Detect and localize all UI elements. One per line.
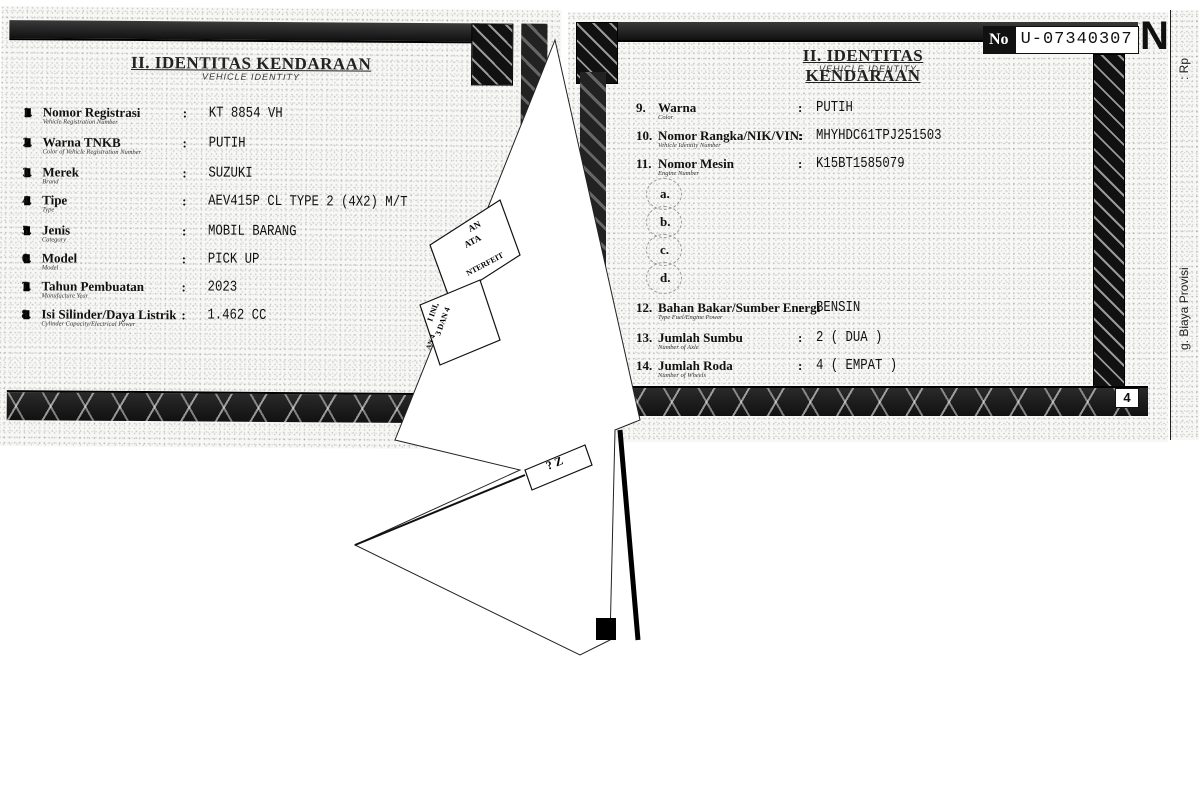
field-colon: : — [181, 279, 186, 295]
field-sublabel: Brand — [42, 178, 59, 186]
document-number-label: No — [983, 26, 1015, 54]
field-number: 2. — [22, 134, 33, 150]
rp-label: : Rp — [1177, 57, 1191, 80]
field-label: Jumlah Roda — [658, 358, 733, 373]
field-value: PICK UP — [207, 250, 260, 268]
field-colon: : — [181, 251, 187, 267]
field-sublabel: Vehicle Identity Number — [658, 142, 721, 149]
field-sublabel: Manufacture Year — [41, 292, 89, 300]
field-value: SUZUKI — [208, 164, 253, 182]
field-number: 3. — [22, 164, 33, 180]
field-sublabel: Color of Vehicle Registration Number — [42, 148, 142, 157]
card-top-border — [9, 20, 480, 44]
document-number-badge: No U-07340307 — [983, 26, 1139, 54]
field-sublabel: Type Fuel/Engine Power — [658, 314, 723, 321]
field-colon: : — [798, 330, 803, 345]
field-number: 4. — [22, 192, 32, 208]
field-value: 2023 — [207, 278, 238, 296]
field-sublabel: Number of Axle — [658, 344, 699, 351]
field-value: MOBIL BARANG — [207, 222, 297, 241]
field-number: 10. — [636, 128, 653, 143]
field-sublabel: Number of Wheels — [658, 372, 707, 379]
field-sublabel: Engine Number — [658, 170, 699, 177]
card-right-border — [518, 23, 548, 404]
field-label: Jumlah Sumbu — [658, 330, 743, 345]
field-value: PUTIH — [816, 99, 853, 116]
side-strip: : Rp g. Biaya Provisi — [1170, 10, 1199, 440]
field-value: MHYHDC61TPJ251503 — [816, 127, 942, 144]
field-number: 12. — [636, 300, 653, 315]
field-colon: : — [181, 223, 187, 239]
field-value: 4 ( EMPAT ) — [816, 357, 898, 374]
field-number: 8. — [21, 306, 32, 322]
field-colon: : — [182, 165, 187, 181]
field-sublabel: Vehicle Registration Number — [42, 118, 118, 126]
field-colon: : — [798, 100, 803, 115]
blank-field-marker — [646, 262, 682, 294]
field-number: 1. — [22, 104, 33, 120]
field-number: 6. — [21, 250, 32, 266]
field-value: KT 8854 VH — [208, 104, 283, 123]
field-value: 2 ( DUA ) — [816, 329, 883, 346]
corner-ornament — [471, 23, 514, 86]
field-number: 14. — [636, 358, 653, 373]
field-sublabel: Model — [41, 264, 59, 272]
field-number: 5. — [21, 222, 32, 238]
field-value: 1.462 CC — [207, 306, 267, 324]
page-number: 4 — [1115, 388, 1139, 408]
field-value: BENSIN — [816, 299, 861, 316]
field-value: AEV415P CL TYPE 2 (4X2) M/T — [208, 192, 408, 211]
field-colon: : — [182, 135, 187, 151]
section-subtitle: VEHICLE IDENTITY — [202, 71, 301, 83]
document-number-value: U-07340307 — [1014, 26, 1139, 54]
left-identity-card: II. IDENTITAS KENDARAAN VEHICLE IDENTITY… — [0, 6, 562, 450]
field-colon: : — [181, 307, 186, 323]
card-bottom-border — [6, 390, 547, 424]
field-colon: : — [798, 156, 803, 171]
card-right-border — [1093, 54, 1125, 396]
section-title: II. IDENTITAS KENDARAAN — [802, 46, 924, 85]
field-sublabel: Cylinder Capacity/Electrical Power — [41, 320, 136, 328]
field-number: 7. — [21, 278, 32, 294]
fold-stamp: ? Z — [544, 453, 565, 472]
field-colon: : — [182, 193, 187, 209]
field-label: Warna — [658, 100, 697, 115]
field-number: 11. — [636, 156, 652, 171]
corner-letter: N — [1140, 14, 1169, 58]
field-number: 13. — [636, 330, 653, 345]
field-number: 9. — [636, 100, 646, 115]
field-colon: : — [798, 128, 803, 143]
biaya-provisi-label: g. Biaya Provisi — [1177, 267, 1191, 350]
field-colon: : — [798, 300, 803, 315]
field-label: Nomor Mesin — [658, 156, 734, 171]
field-sublabel: Color — [658, 114, 674, 121]
field-label: Nomor Rangka/NIK/VIN: — [658, 128, 804, 143]
field-value: PUTIH — [208, 134, 246, 152]
field-value: K15BT1585079 — [816, 155, 905, 172]
card-bottom-border — [628, 386, 1148, 416]
field-colon: : — [798, 358, 803, 373]
field-sublabel: Category — [41, 236, 67, 244]
section-subtitle: VEHICLE IDENTITY — [818, 64, 917, 74]
field-sublabel: Type — [42, 206, 55, 214]
card-left-border — [580, 72, 606, 392]
right-identity-card: II. IDENTITAS KENDARAAN VEHICLE IDENTITY… — [568, 12, 1168, 442]
field-colon: : — [182, 105, 188, 121]
field-label: Bahan Bakar/Sumber Energi — [658, 300, 821, 315]
